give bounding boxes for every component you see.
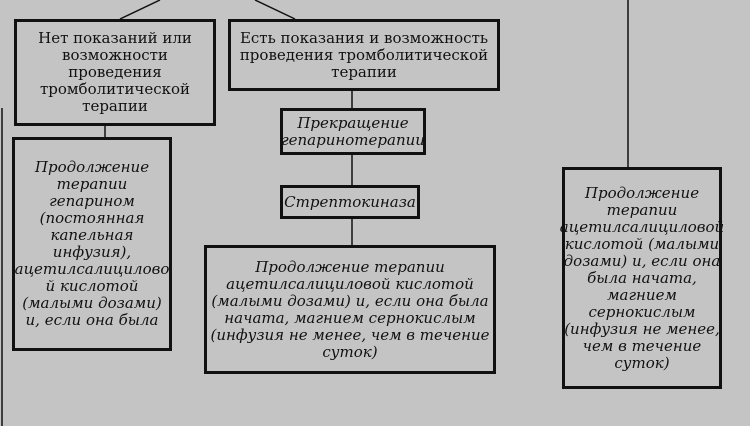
box-continue-heparin: Продолжение терапии гепарином (постоянна… [12, 137, 172, 351]
box-continue-aspirin-mid: Продолжение терапии ацетилсалициловой ки… [204, 245, 496, 374]
box-has-indication: Есть показания и возможность проведения … [228, 19, 500, 91]
box-no-indication: Нет показаний или возможности проведения… [14, 19, 216, 126]
box-continue-aspirin-right: Продолжение терапии ацетилсалициловой ки… [560, 167, 724, 389]
box-stop-heparin: Прекращение гепаринотерапии [280, 108, 426, 155]
box-streptokinase: Стрептокиназа [280, 185, 420, 219]
